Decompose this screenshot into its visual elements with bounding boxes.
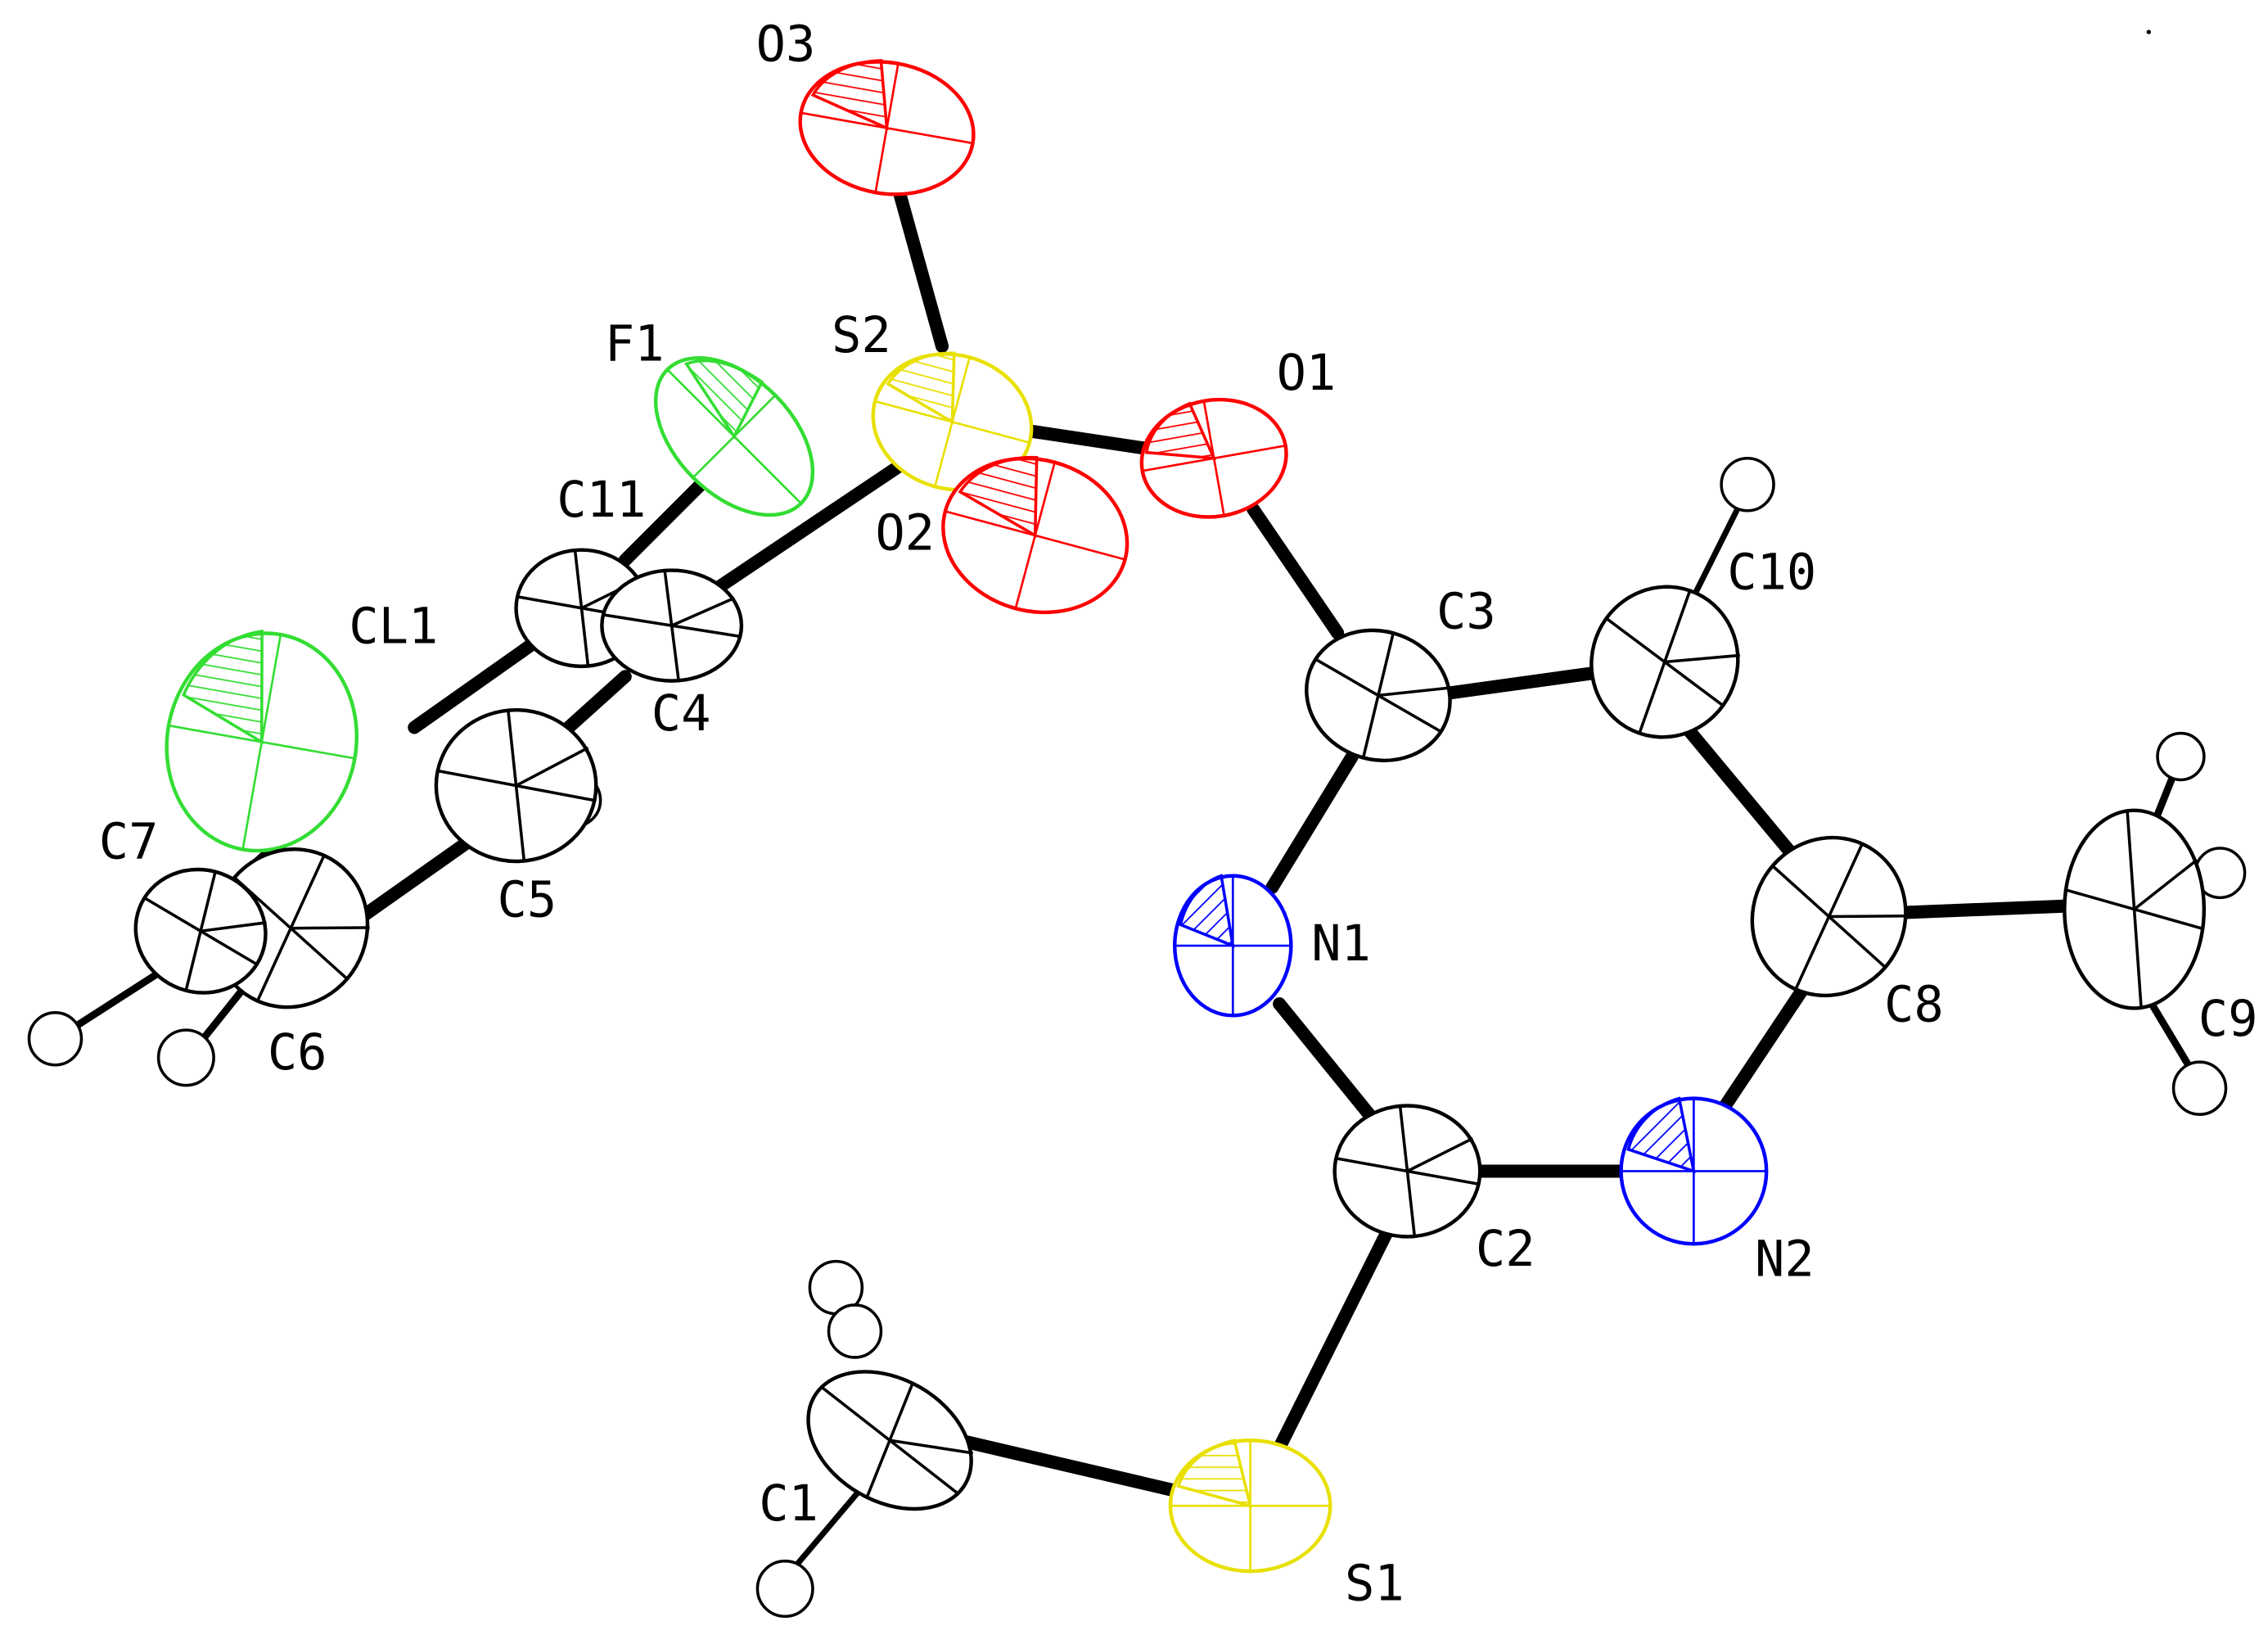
atom-label-c11: C11 — [557, 472, 646, 529]
hatched-octant-icon — [1176, 1438, 1253, 1508]
atom-c1 — [806, 1370, 974, 1511]
atom-s2 — [871, 351, 1034, 492]
atom-f1 — [653, 355, 815, 517]
hydrogen-atom-c7 — [27, 1011, 83, 1067]
atom-label-c1: C1 — [759, 1475, 818, 1533]
atom-label-c2: C2 — [1476, 1221, 1535, 1278]
principal-axis-line — [1377, 686, 1451, 698]
atom-label-c4: C4 — [652, 685, 711, 743]
atom-label-o3: O3 — [756, 16, 816, 74]
atom-label-c7: C7 — [99, 813, 159, 870]
atom-o2 — [941, 455, 1129, 615]
bond-c8-n2 — [1709, 982, 1810, 1127]
atom-label-n1: N1 — [1311, 915, 1371, 973]
hydrogen-atom-c9c — [2171, 1060, 2228, 1116]
atom-n2 — [1619, 1096, 1769, 1246]
atom-label-f1: F1 — [605, 316, 665, 373]
atom-o1 — [1139, 397, 1288, 519]
atom-c9 — [2063, 808, 2207, 1010]
atom-n1 — [1173, 874, 1293, 1018]
hydrogen-atom-c6 — [156, 1028, 215, 1087]
principal-axis-line — [1014, 462, 1056, 609]
hatched-octant-icon — [1179, 874, 1235, 948]
hatched-octant-icon — [810, 59, 889, 131]
hatched-octant-icon — [182, 629, 264, 745]
hydrogen-atom-c9a — [2156, 731, 2206, 782]
bond-o1-c3 — [1247, 502, 1345, 639]
bond-c11-cl1 — [408, 633, 545, 734]
atom-label-s1: S1 — [1345, 1556, 1405, 1613]
hydrogen-atom-c10 — [1720, 456, 1775, 513]
principal-axis-line — [889, 1438, 974, 1455]
atom-label-cl1: CL1 — [349, 598, 438, 655]
principal-axis-line — [934, 357, 971, 487]
atom-c3 — [1305, 628, 1452, 763]
bond-layer — [61, 183, 2214, 1582]
atom-label-c10: C10 — [1727, 544, 1816, 602]
bond-s1-c1 — [953, 1434, 1184, 1498]
atom-c7 — [133, 867, 268, 995]
principal-axis-line — [1202, 400, 1225, 516]
atom-c8 — [1750, 835, 1908, 998]
bond-n1-c2 — [1273, 997, 1381, 1127]
bond-c10-h — [1690, 491, 1748, 600]
hatched-octant-icon — [1144, 401, 1217, 460]
principal-axis-line — [1406, 1136, 1474, 1173]
principal-axis-line — [1828, 914, 1908, 919]
atom-label-o2: O2 — [875, 505, 935, 562]
atom-label-c3: C3 — [1436, 584, 1496, 641]
bond-c2-s1 — [1273, 1222, 1396, 1455]
atom-label-s2: S2 — [832, 307, 891, 364]
hydrogen-atom-c1c — [755, 1559, 814, 1619]
atom-c10 — [1589, 585, 1740, 739]
hydrogen-atom-c1b — [827, 1303, 883, 1359]
atom-c2 — [1332, 1104, 1482, 1239]
bond-c8-c9 — [1869, 898, 2100, 920]
atom-label-o1: O1 — [1277, 345, 1337, 402]
principal-axis-line — [874, 63, 900, 193]
atom-s1 — [1168, 1438, 1332, 1574]
principal-axis-line — [670, 596, 736, 627]
bond-c1-h — [782, 1480, 868, 1582]
atom-label-n2: N2 — [1755, 1231, 1815, 1288]
bond-c3-n1 — [1265, 750, 1359, 894]
bond-c7-h — [61, 964, 171, 1037]
hatched-octant-icon — [886, 351, 956, 425]
stray-dot — [2146, 29, 2152, 34]
hatched-octant-icon — [958, 455, 1039, 538]
principal-axis-line — [1664, 653, 1740, 664]
bond-c3-c10 — [1425, 662, 1628, 702]
principal-axis-line — [692, 394, 777, 479]
atom-label-c8: C8 — [1884, 976, 1944, 1033]
bond-c10-c8 — [1680, 720, 1802, 865]
principal-axis-line — [200, 921, 267, 933]
atom-c4 — [600, 568, 744, 683]
atom-label-c5: C5 — [497, 871, 557, 928]
bond-o3-s2 — [891, 183, 949, 353]
atom-c5 — [434, 707, 598, 864]
atom-o3 — [798, 59, 976, 196]
hatched-octant-icon — [683, 359, 764, 440]
atom-label-c9: C9 — [2198, 991, 2258, 1048]
principal-axis-line — [291, 926, 370, 930]
atom-label-c6: C6 — [268, 1024, 327, 1082]
hatched-octant-icon — [1626, 1096, 1696, 1174]
principal-axis-line — [2133, 858, 2198, 911]
principal-axis-line — [241, 634, 282, 850]
principal-axis-line — [515, 746, 589, 788]
atom-cl1 — [165, 629, 358, 853]
